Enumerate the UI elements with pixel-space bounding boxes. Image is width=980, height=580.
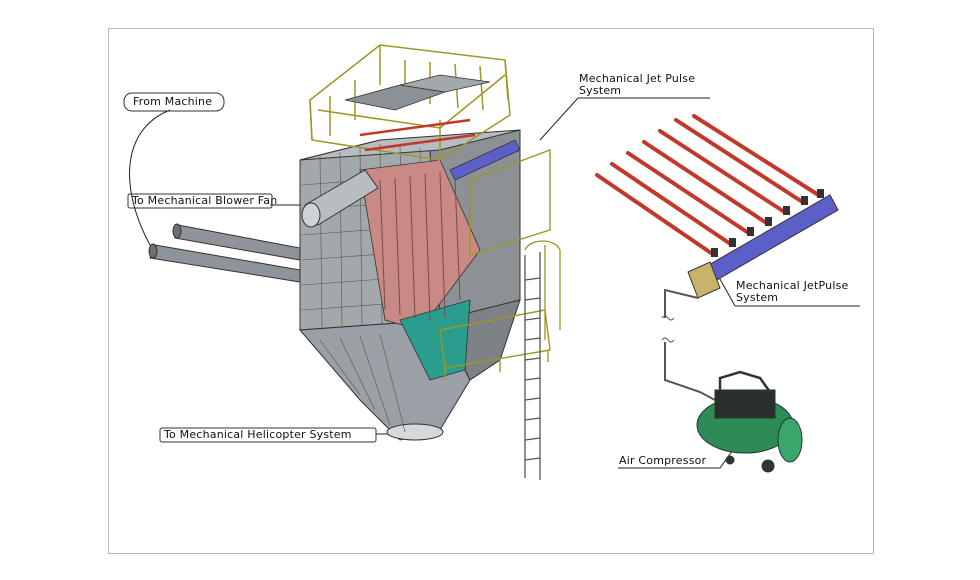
- helicopter-box: [159, 427, 377, 443]
- air-compressor: [696, 370, 803, 473]
- inlet-ducts: [148, 223, 301, 283]
- jet-pulse-header-on-collector: [359, 118, 521, 181]
- pulse-header-pipe: [699, 194, 839, 286]
- from-machine-bubble: [123, 92, 225, 112]
- label-to-helicopter: To Mechanical Helicopter System: [164, 428, 352, 441]
- label-frames: [123, 92, 377, 443]
- label-jet-pulse-top-line2: System: [579, 84, 622, 97]
- hopper-outlet: [386, 423, 444, 441]
- label-air-compressor: Air Compressor: [619, 454, 707, 467]
- label-from-machine: From Machine: [133, 95, 213, 108]
- leader-jet-pulse-top: [539, 97, 710, 141]
- pulse-valves: [711, 189, 824, 257]
- label-jet-pulse-top-line1: Mechanical Jet Pulse: [579, 72, 696, 85]
- hopper-teal-section: [399, 299, 471, 381]
- pulse-end-cap: [687, 261, 721, 299]
- filter-bags: [359, 159, 481, 381]
- compressor-wheel: [761, 459, 775, 473]
- label-to-blower-fan: To Mechanical Blower Fan: [132, 194, 278, 207]
- label-jet-pulse-right: Mechanical JetPulse System: [736, 280, 866, 304]
- compressor-motor: [714, 389, 776, 419]
- blower-fan-duct: [301, 169, 379, 228]
- leader-from-machine: [129, 109, 171, 246]
- compressor-tank-end: [777, 417, 803, 463]
- air-hose: [661, 288, 716, 401]
- label-jet-pulse-right-line1: Mechanical JetPulse: [736, 279, 849, 292]
- bags-cutaway: [359, 159, 481, 331]
- pulse-pipes: [595, 114, 822, 257]
- blower-fan-box: [127, 193, 273, 209]
- label-jet-pulse-right-line2: System: [736, 291, 779, 304]
- side-walkway: [439, 148, 551, 380]
- cage-ladder: [524, 240, 561, 480]
- duct-upper-opening: [172, 223, 182, 239]
- duct-lower-opening: [148, 243, 158, 259]
- standalone-jet-pulse: [687, 194, 839, 299]
- top-hatches: [344, 74, 491, 111]
- label-jet-pulse-top: Mechanical Jet Pulse System: [579, 73, 729, 97]
